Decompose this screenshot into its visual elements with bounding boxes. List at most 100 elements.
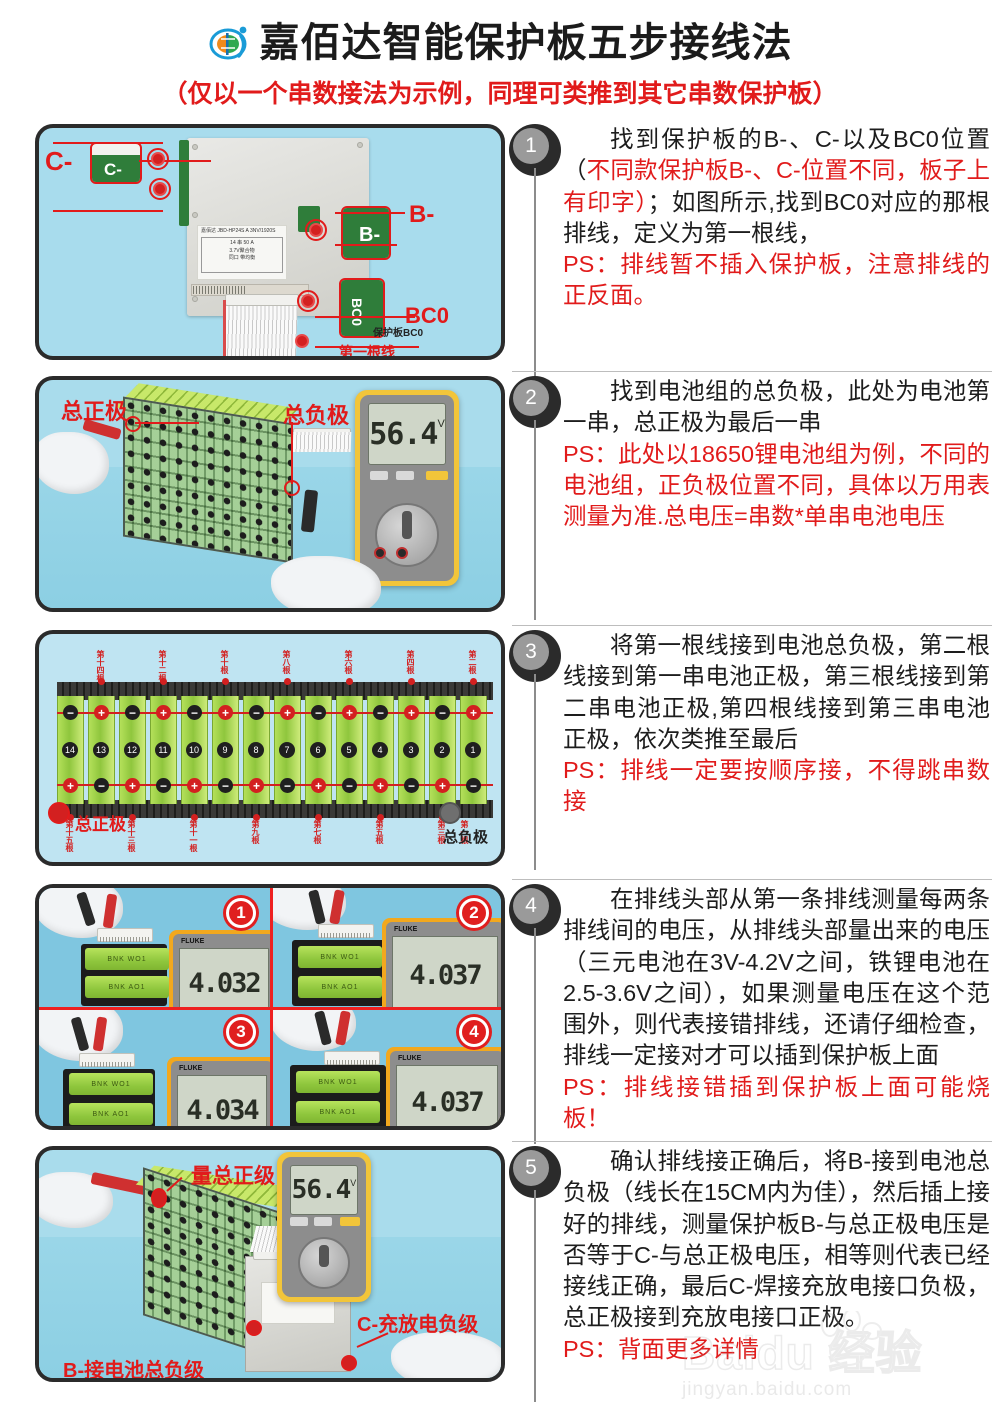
- pcb-screw: [192, 296, 198, 302]
- label-c-minus-charge-neg: C-充放电负级: [357, 1314, 479, 1336]
- wire-label-bottom: 第五根: [375, 820, 384, 844]
- panel-index: 1: [226, 898, 256, 928]
- photo-pack-total-terminals: 56.4 V: [35, 376, 505, 612]
- multimeter-brand: FLUKE: [398, 1055, 422, 1062]
- zoom-b-minus-text: B-: [359, 224, 381, 246]
- wire-label-top: 第四根: [406, 650, 415, 674]
- wire-tap-top: [346, 678, 353, 685]
- label-total-negative-3: 总负极: [443, 829, 489, 846]
- multimeter-value: 56.4: [291, 1175, 352, 1205]
- multimeter-panel: FLUKE 4.037: [382, 918, 501, 1007]
- multimeter-button-hold[interactable]: [290, 1217, 308, 1226]
- divider-1: [512, 371, 992, 372]
- polarity-plus: +: [94, 705, 109, 720]
- measurement-panel-1: BNK WO1 BNK AO1 FLUKE 4.032 1: [39, 888, 270, 1007]
- polarity-minus: −: [125, 705, 140, 720]
- bus-line-top: [57, 712, 493, 714]
- cell-number: 5: [341, 742, 357, 758]
- pcb-screw: [192, 144, 198, 150]
- callout-line-bc0: [315, 316, 415, 318]
- title-row: 嘉佰达智能保护板五步接线法: [0, 22, 1000, 64]
- pcb-spec-label: 嘉佰达 JBD-HP24S A 3NV/1920S 14 串 50 A 3.7V…: [197, 225, 287, 280]
- zoom-inset-c-minus: C-: [90, 142, 142, 184]
- label-b-minus-batt-neg: B-接电池总负级: [63, 1360, 205, 1382]
- polarity-minus: −: [218, 778, 233, 793]
- cell-holder-top: [57, 682, 493, 700]
- step-number-5: 5: [513, 1150, 549, 1186]
- cell-number: 8: [248, 742, 264, 758]
- cell-18650: BNK WO1: [298, 946, 382, 968]
- polarity-minus: −: [342, 778, 357, 793]
- step-1-text-column: 1 找到保护板的B-、C-以及BC0位置（不同款保护板B-、C-位置不同，板子上…: [505, 124, 1000, 376]
- multimeter-unit: V: [437, 418, 445, 430]
- label-c-minus: C-: [45, 146, 73, 176]
- cell-number: 7: [279, 742, 295, 758]
- multimeter: 56.4 V: [277, 1152, 371, 1302]
- callout-line-b: [335, 212, 405, 214]
- cell-number: 14: [62, 742, 78, 758]
- ribbon-red-wire: [223, 300, 226, 356]
- polarity-plus: +: [156, 705, 171, 720]
- steps-container: 嘉佰达 JBD-HP24S A 3NV/1920S 14 串 50 A 3.7V…: [0, 124, 1000, 1402]
- zoom-c-minus-text: C-: [104, 160, 122, 179]
- wire-label-bottom: 第九根: [251, 820, 260, 844]
- cell-18650: BNK WO1: [85, 948, 169, 970]
- multimeter-button-yellow[interactable]: [426, 471, 448, 480]
- grid-divider-horizontal: [39, 1007, 501, 1010]
- wire-label-top: 第十二根: [158, 650, 167, 682]
- callout-line-c3: [53, 210, 163, 212]
- step-2-photo-column: 56.4 V: [0, 376, 505, 612]
- multimeter-button-range[interactable]: [396, 471, 414, 480]
- photo-voltage-measurements: BNK WO1 BNK AO1 FLUKE 4.032 1: [35, 884, 505, 1130]
- measurement-panel-3: BNK WO1 BNK AO1 FLUKE 4.034 3: [39, 1007, 270, 1126]
- label-board-bc0: 保护板BC0: [373, 328, 424, 339]
- multimeter-screen: 4.032: [179, 948, 269, 1007]
- polarity-minus: −: [311, 705, 326, 720]
- callout-line-total-pos: [135, 422, 199, 424]
- step-4-text: 在排线头部从第一条排线测量每两条排线间的电压，从排线头部量出来的电压（三元电池在…: [563, 884, 990, 1134]
- multimeter-brand: FLUKE: [179, 1065, 203, 1072]
- multimeter-panel: FLUKE 4.037: [386, 1047, 501, 1126]
- step-2-text-black-1: 找到电池组的总负极，此处为电池第一串，总正极为最后一串: [563, 378, 990, 436]
- wire-label-top: 第六根: [344, 650, 353, 674]
- step-3-text-column: 3 将第一根线接到电池总负极，第二根线接到第一串电池正极，第三根线接到第二串电池…: [505, 630, 1000, 870]
- multimeter-button-yellow[interactable]: [340, 1217, 360, 1226]
- measurement-panel-2: BNK WO1 BNK AO1 FLUKE 4.037 2: [270, 888, 501, 1007]
- ring-b-minus: [305, 219, 327, 241]
- cell-18650: BNK WO1: [296, 1071, 380, 1093]
- page-title: 嘉佰达智能保护板五步接线法: [259, 21, 793, 65]
- cell-number: 9: [217, 742, 233, 758]
- step-5: 56.4 V 量: [0, 1146, 1000, 1402]
- callout-line-c2: [139, 160, 211, 162]
- polarity-plus: +: [466, 705, 481, 720]
- step-3-text-ps: PS：排线一定要按顺序接，不得跳串数接: [563, 757, 990, 815]
- step-2-text: 找到电池组的总负极，此处为电池第一串，总正极为最后一串 PS：此处以18650锂…: [563, 376, 990, 532]
- glove-hand-left: [39, 432, 109, 494]
- wire-label-top: 第十四根: [96, 650, 105, 682]
- polarity-minus: −: [435, 705, 450, 720]
- step-stem-1: [534, 168, 536, 376]
- multimeter-button-range[interactable]: [314, 1217, 332, 1226]
- cell-18650: BNK AO1: [85, 976, 169, 998]
- wire-tap-top: [98, 678, 105, 685]
- multimeter-value: 4.032: [188, 967, 261, 999]
- step-3-text: 将第一根线接到电池总负极，第二根线接到第一串电池正极，第三根线接到第二串电池正极…: [563, 630, 990, 818]
- step-badge-1: 1: [509, 124, 561, 176]
- multimeter-jack-v[interactable]: [396, 547, 408, 559]
- multimeter-panel: FLUKE 4.034: [167, 1057, 270, 1126]
- ribbon-connector-head: [318, 924, 374, 938]
- label-first-wire: 第一根线: [339, 344, 395, 360]
- step-2-text-column: 2 找到电池组的总负极，此处为电池第一串，总正极为最后一串 PS：此处以1865…: [505, 376, 1000, 620]
- multimeter-dial[interactable]: [298, 1237, 350, 1289]
- multimeter-button-hold[interactable]: [370, 471, 388, 480]
- step-1-text-black-1: 找到保护板的B-、C-以及BC0位置（: [563, 126, 990, 184]
- board-brand: 嘉佰达: [201, 228, 217, 234]
- board-spec-series: 14 串 50 A: [230, 240, 254, 247]
- multimeter-jack-com[interactable]: [374, 547, 386, 559]
- step-4-photo-column: BNK WO1 BNK AO1 FLUKE 4.032 1: [0, 884, 505, 1130]
- step-1-text-ps: PS：排线暂不插入保护板，注意排线的正反面。: [563, 251, 990, 309]
- multimeter-unit: V: [350, 1178, 357, 1188]
- multimeter-dial[interactable]: [375, 503, 439, 567]
- cell-number: 10: [186, 742, 202, 758]
- multimeter-screen: 4.037: [396, 1065, 498, 1126]
